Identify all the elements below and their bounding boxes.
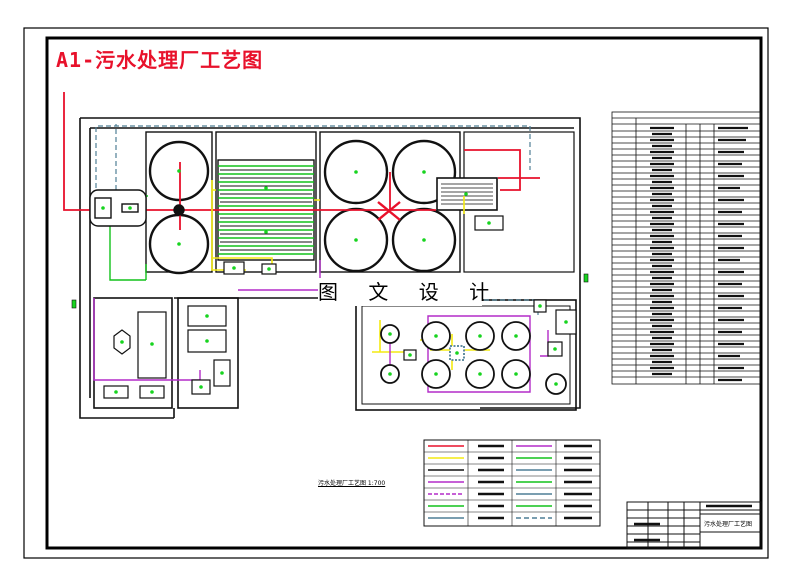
drawing-title: A1-污水处理厂工艺图 [56, 48, 264, 72]
title-block [626, 501, 762, 549]
lower-left-buildings [103, 261, 277, 399]
plan-scale-label: 污水处理厂工艺图 1:700 [318, 480, 386, 487]
pipe-legend [423, 439, 601, 527]
aeration-tank [215, 131, 317, 273]
equipment-markers [101, 169, 568, 394]
watermark: 图 文 设 计 [318, 278, 502, 306]
side-markers [71, 273, 589, 309]
digester-area [380, 299, 577, 395]
outer-frame [23, 27, 769, 559]
title-block-name: 污水处理厂工艺图 [704, 521, 753, 528]
dewatering-building [436, 131, 575, 273]
inner-frame [45, 36, 763, 550]
air-pipes [109, 195, 148, 281]
equipment-table [611, 111, 761, 385]
